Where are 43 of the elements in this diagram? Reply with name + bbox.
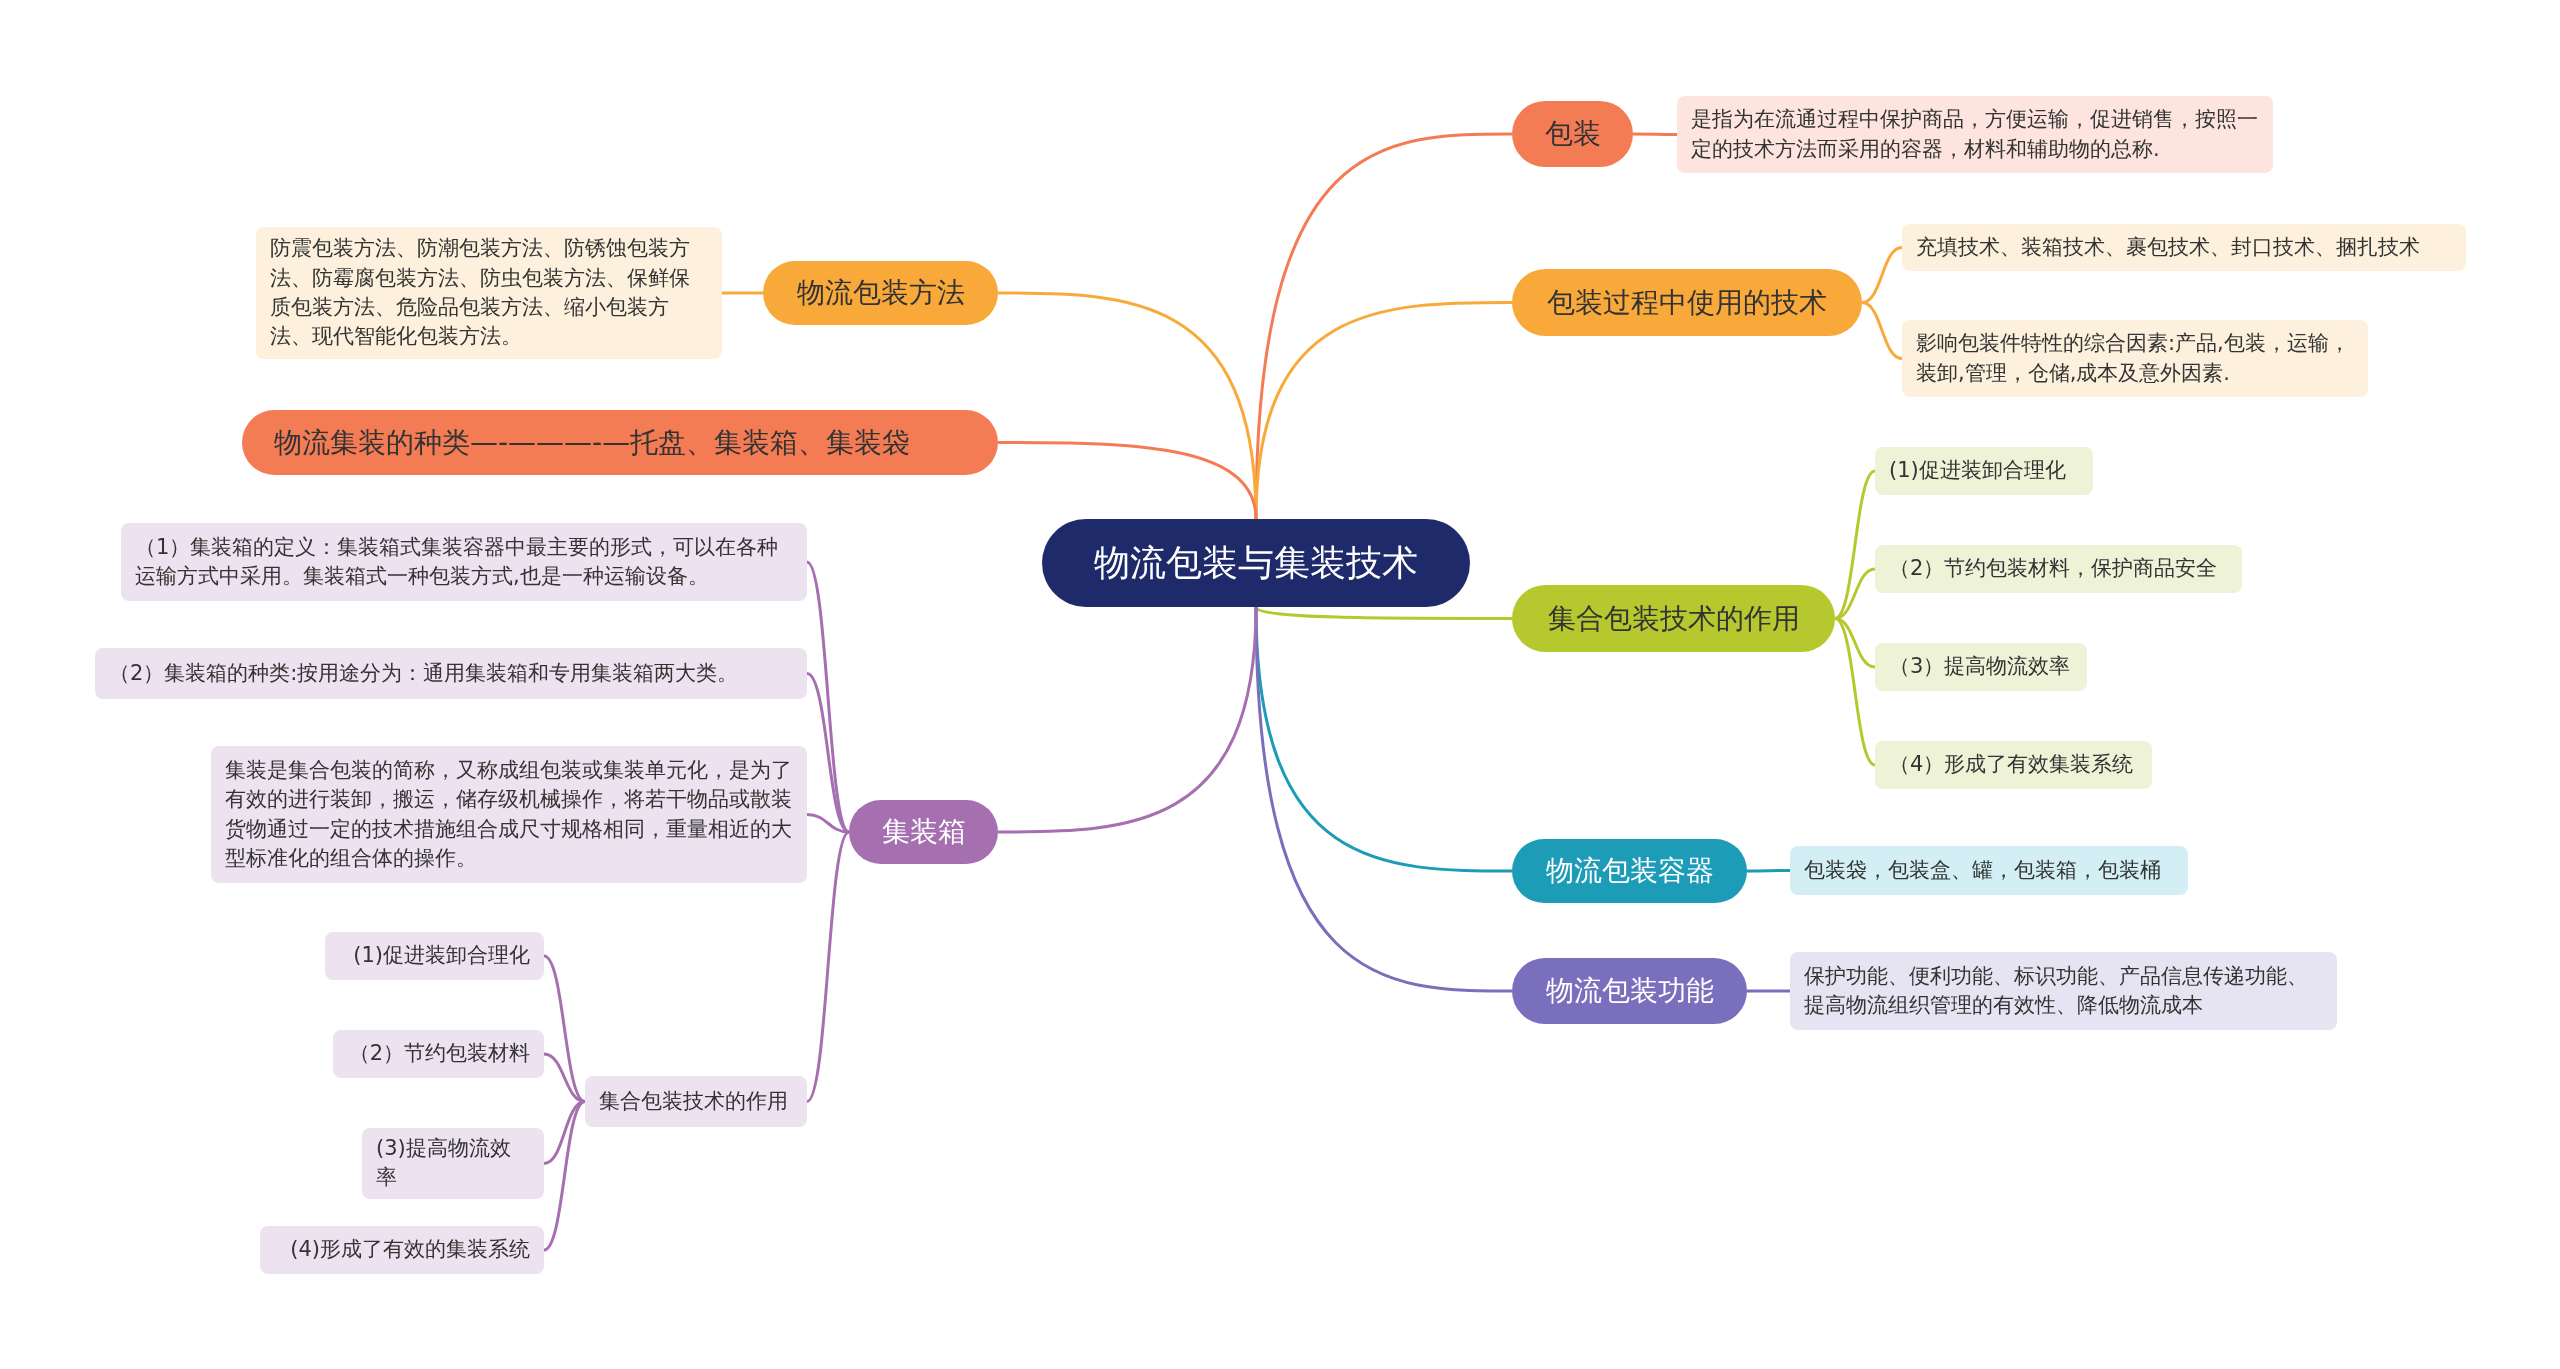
topic-box: 物流包装功能 <box>1512 958 1747 1024</box>
note-box: 充填技术、装箱技术、裹包技术、封口技术、捆扎技术 <box>1902 224 2466 271</box>
connector-line <box>998 441 1258 520</box>
topic-box: 包装过程中使用的技术 <box>1512 269 1862 336</box>
connector-line <box>1834 469 1876 620</box>
central-topic: 物流包装与集装技术 <box>1042 519 1470 607</box>
note-box: 保护功能、便利功能、标识功能、产品信息传递功能、提高物流组织管理的有效性、降低物流成本 <box>1790 952 2337 1030</box>
note-box: （2）节约包装材料 <box>333 1030 544 1078</box>
note-box: （2）节约包装材料，保护商品安全 <box>1875 545 2242 593</box>
note-box: (4)形成了有效的集装系统 <box>260 1226 544 1274</box>
connector-line <box>998 606 1258 834</box>
note-box: （2）集装箱的种类:按用途分为：通用集装箱和专用集装箱两大类。 <box>95 648 807 699</box>
connector-line <box>1861 301 1903 360</box>
note-box: (1)促进装卸合理化 <box>325 932 544 980</box>
topic-box: 物流集装的种类—-———-—托盘、集装箱、集装袋 <box>242 410 998 475</box>
topic-box: 集装箱 <box>849 800 998 864</box>
note-box: 集合包装技术的作用 <box>585 1076 807 1127</box>
connector-line <box>1747 989 1790 993</box>
topic-box: 包装 <box>1512 101 1633 167</box>
note-box: （4）形成了有效集装系统 <box>1875 741 2152 789</box>
topic-box: 物流包装方法 <box>763 261 998 325</box>
note-box: 是指为在流通过程中保护商品，方便运输，促进销售，按照一定的技术方法而采用的容器，材料和辅助物的总称. <box>1677 96 2273 173</box>
note-box: 影响包装件特性的综合因素:产品,包装，运输，装卸,管理，仓储,成本及意外因素. <box>1902 320 2368 397</box>
connector-line <box>543 1100 586 1252</box>
topic-box: 物流包装容器 <box>1512 839 1747 903</box>
connector-line <box>543 1100 586 1165</box>
connector-line <box>722 291 763 295</box>
connector-line <box>1747 869 1790 873</box>
note-box: （3）提高物流效率 <box>1875 643 2087 691</box>
note-box: (3)提高物流效率 <box>362 1128 544 1199</box>
note-box: 集装是集合包装的简称，又称成组包装或集装单元化，是为了有效的进行装卸，搬运，储存级机械操作，将若干物品或散装货物通过一定的技术措施组合成尺寸规格相同，重量相近的大型标准化的组合体的操作。 <box>211 746 807 883</box>
connector-line <box>543 954 586 1103</box>
note-box: 防震包装方法、防潮包装方法、防锈蚀包装方法、防霉腐包装方法、防虫包装方法、保鲜保质包装方法、危险品包装方法、缩小包装方法、现代智能化包装方法。 <box>256 227 722 359</box>
connector-line <box>805 831 851 1103</box>
topic-box: 集合包装技术的作用 <box>1512 585 1835 652</box>
connector-line <box>1834 617 1876 767</box>
connector-line <box>1633 132 1677 136</box>
note-box: (1)促进装卸合理化 <box>1875 447 2093 495</box>
connector-line <box>1254 606 1512 993</box>
connector-line <box>1834 617 1876 669</box>
note-box: （1）集装箱的定义：集装箱式集装容器中最主要的形式，可以在各种运输方式中采用。集装箱式一种包装方式,也是一种运输设备。 <box>121 523 807 601</box>
connector-line <box>1254 132 1512 520</box>
note-box: 包装袋，包装盒、罐，包装箱，包装桶 <box>1790 846 2188 895</box>
